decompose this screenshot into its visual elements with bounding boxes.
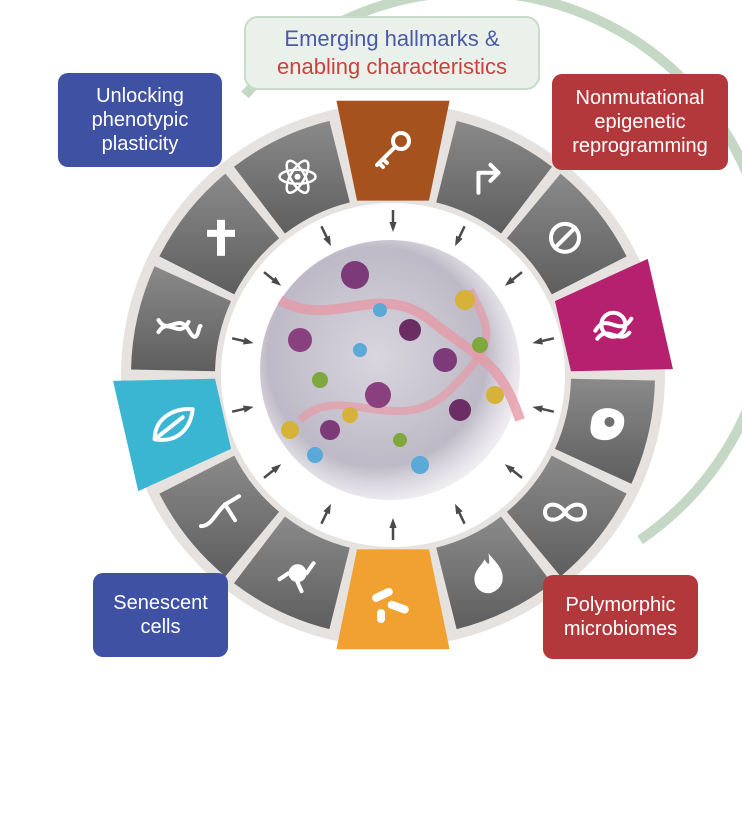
arrowhead xyxy=(455,503,463,515)
arrowhead xyxy=(271,276,282,286)
title-line-2: enabling characteristics xyxy=(277,54,507,79)
arrowhead xyxy=(271,464,282,474)
title-line-1: Emerging hallmarks & xyxy=(284,26,500,51)
callout-line: plasticity xyxy=(101,133,179,155)
title-box: Emerging hallmarks & enabling characteri… xyxy=(244,16,540,90)
callout-epigenetic: Nonmutational epigenetic reprogramming xyxy=(552,74,728,170)
arrowhead xyxy=(389,222,397,232)
hallmark-segments xyxy=(113,100,673,650)
segment-genome-instability xyxy=(131,266,232,372)
cell-icon xyxy=(590,408,625,441)
callout-plasticity: Unlocking phenotypic plasticity xyxy=(58,73,222,167)
callout-line: Polymorphic xyxy=(565,594,676,616)
callout-line: cells xyxy=(140,616,181,638)
callout-line: microbiomes xyxy=(563,618,678,640)
arrowhead xyxy=(323,503,331,515)
segment-senescence xyxy=(113,378,232,492)
callout-line: reprogramming xyxy=(572,135,708,157)
callout-senescent: Senescent cells xyxy=(93,573,228,657)
bacteria-icon xyxy=(372,587,409,623)
prohibition-icon xyxy=(549,221,582,254)
arrowhead xyxy=(504,276,515,286)
flame-icon xyxy=(474,553,503,594)
chromatin-icon xyxy=(593,310,634,341)
infinity-icon xyxy=(543,502,588,522)
cross-icon xyxy=(206,219,235,256)
arrowhead xyxy=(532,337,543,345)
callout-line: epigenetic xyxy=(594,111,686,133)
blood-vessel-icon xyxy=(198,494,241,529)
segment-microbiomes xyxy=(336,549,450,650)
arrowhead xyxy=(532,405,543,413)
cancer-cell-icon xyxy=(277,561,316,594)
callout-line: Nonmutational xyxy=(575,87,705,109)
segment-proliferative-signaling xyxy=(233,120,350,234)
arrowhead xyxy=(323,235,331,247)
leaf-icon xyxy=(152,407,195,442)
redirect-arrow-icon xyxy=(476,162,501,195)
atom-icon xyxy=(278,159,317,195)
segment-vasculature xyxy=(159,455,280,577)
tumor-illustration xyxy=(260,240,525,500)
callout-line: Unlocking xyxy=(96,85,184,107)
callout-microbiome: Polymorphic microbiomes xyxy=(543,575,698,659)
arrowhead xyxy=(243,405,254,413)
arrowhead xyxy=(455,235,463,247)
callout-line: phenotypic xyxy=(91,109,189,131)
arrowhead xyxy=(504,464,515,474)
dna-icon xyxy=(156,318,203,339)
segment-epigenetic xyxy=(554,258,673,372)
callout-line: Senescent xyxy=(113,592,208,614)
key-icon xyxy=(375,131,411,169)
inward-arrows xyxy=(231,210,555,540)
arrowhead xyxy=(389,518,397,528)
arrowhead xyxy=(243,337,254,345)
